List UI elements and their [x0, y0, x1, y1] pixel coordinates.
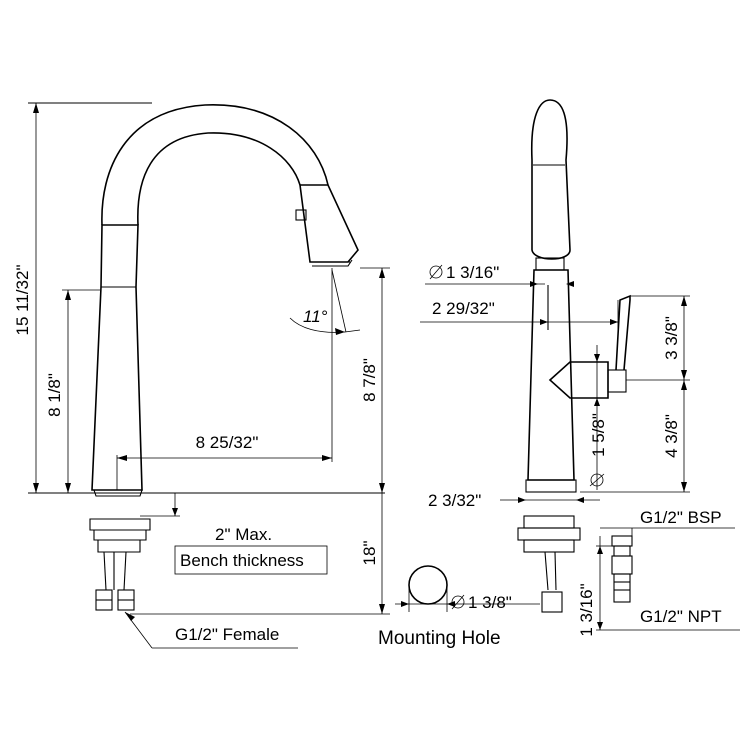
label-bench-thickness: Bench thickness: [180, 551, 304, 570]
front-view: 15 11/32" 8 1/8" 8 25/32" 11° 8 7/8" 2" …: [13, 102, 390, 649]
spray-head: [299, 184, 359, 263]
side-spray-head: [530, 99, 571, 260]
base-ring: [93, 489, 143, 497]
hose-right: [123, 551, 127, 591]
adapter-top: [611, 535, 633, 547]
label-hose-length: 18": [360, 541, 379, 566]
side-handle-cap: [607, 369, 627, 393]
label-hole-diameter: 1 3/8": [468, 593, 512, 612]
label-inlet-female: G1/2" Female: [175, 625, 279, 644]
side-nut: [523, 515, 575, 529]
mounting-washer: [93, 529, 147, 541]
label-adapter-npt: G1/2" NPT: [640, 607, 722, 626]
spray-face-edge: [312, 259, 353, 267]
side-base: [525, 479, 577, 493]
diameter-symbol-outlet: [429, 265, 443, 279]
spray-button: [295, 209, 307, 221]
label-adapter-length: 1 3/16": [577, 583, 596, 636]
diameter-symbol-body: [590, 473, 604, 487]
side-body: [527, 269, 575, 481]
label-bench-max: 2" Max.: [215, 525, 272, 544]
gooseneck-spout: [101, 104, 329, 226]
label-adapter-bsp: G1/2" BSP: [640, 508, 722, 527]
angle-line: [331, 269, 347, 333]
adapter-thread: [613, 573, 631, 603]
label-total-height: 15 11/32": [13, 265, 32, 336]
label-body-diameter: 1 5/8": [589, 413, 608, 457]
gooseneck-spout-inner: [137, 132, 301, 226]
side-spray-outlet: [535, 257, 565, 271]
adapter-body: [611, 555, 633, 575]
mounting-hole-circle: [408, 565, 448, 605]
mounting-hole-view: 1 3/8" Mounting Hole: [378, 565, 540, 649]
label-spout-height: 8 7/8": [360, 358, 379, 402]
side-view: 1 3/16" 2 29/32" 3 3/8" 4 3/8" 1 5/8" 2 …: [420, 99, 690, 613]
faucet-body: [91, 224, 143, 491]
label-body-height: 8 1/8": [45, 373, 64, 417]
adapter-detail: G1/2" BSP 1 3/16" G1/2" NPT: [577, 508, 740, 637]
side-washer: [517, 527, 581, 541]
label-handle-height: 3 3/8": [662, 316, 681, 360]
side-inlet-fitting: [541, 591, 563, 613]
mounting-bracket: [97, 539, 141, 553]
bench-label-box: [174, 545, 328, 575]
hose-left: [103, 551, 107, 591]
label-mounting-hole: Mounting Hole: [378, 628, 501, 649]
side-bracket: [523, 539, 575, 553]
diameter-symbol: [451, 595, 465, 609]
label-spout-reach: 8 25/32": [196, 433, 259, 452]
label-spout-angle: 11°: [303, 307, 328, 326]
label-handle-base-height: 4 3/8": [662, 414, 681, 458]
label-base-width: 2 3/32": [428, 491, 481, 510]
label-outlet-diameter: 1 3/16": [446, 263, 499, 282]
mounting-nut: [89, 518, 151, 531]
side-handle-hub: [548, 361, 609, 399]
adapter-hex: [613, 545, 631, 557]
label-handle-offset: 2 29/32": [432, 299, 495, 318]
